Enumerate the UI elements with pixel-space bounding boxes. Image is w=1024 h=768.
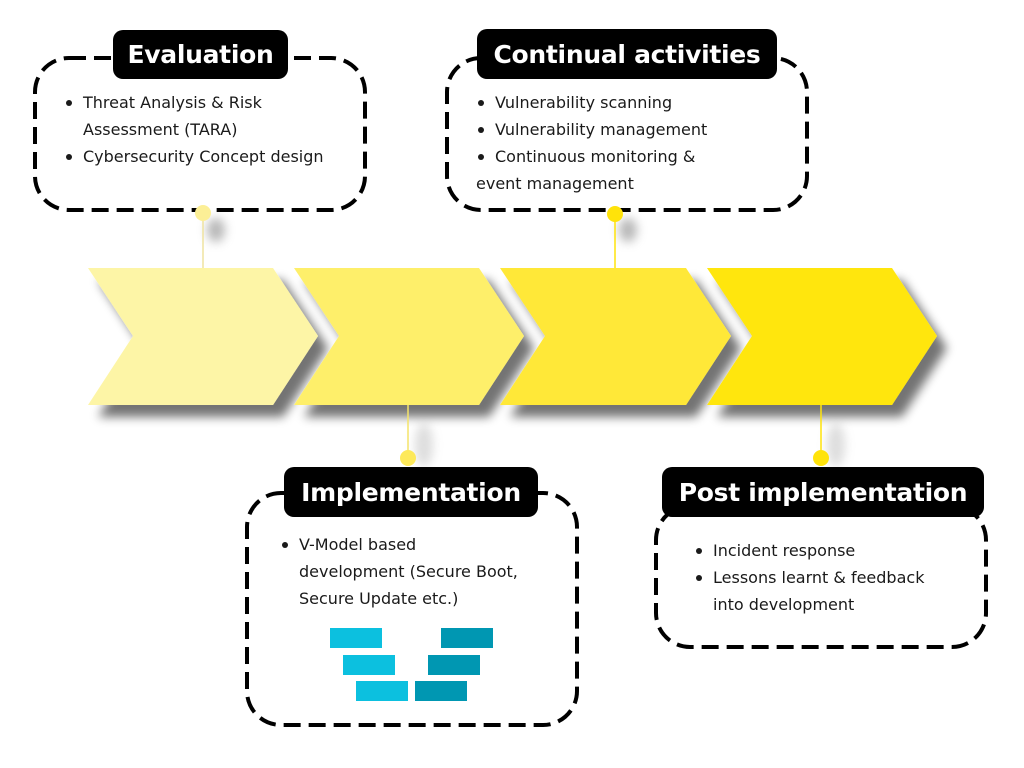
connector-shadow (827, 423, 845, 467)
bullet-item: Threat Analysis & Risk (64, 89, 364, 116)
evaluation-title: Evaluation (113, 30, 288, 79)
connector-dot-evaluation (195, 205, 211, 221)
continual-activities-title: Continual activities (477, 29, 777, 79)
bullet-item: Cybersecurity Concept design (64, 143, 364, 170)
connector-dot-continual (607, 206, 623, 222)
continual-box-border (445, 56, 809, 212)
bullet-item: Lessons learnt & feedback (694, 564, 984, 591)
bullet-item: V-Model based (280, 531, 570, 558)
chevron-evaluation (88, 268, 318, 405)
bullet-item-continuation: into development (713, 595, 855, 614)
chevron-implementation (294, 268, 524, 405)
connector-shadow (415, 423, 433, 467)
bullet-item-continuation: development (Secure Boot, (299, 562, 518, 581)
bullet-item-continuation: Assessment (TARA) (83, 120, 238, 139)
bullet-item: Incident response (694, 537, 984, 564)
chevron-continual-activities (500, 268, 731, 405)
bullet-item: Continuous monitoring & (476, 143, 796, 170)
bullet-item: Vulnerability management (476, 116, 796, 143)
chevron-post-implementation (707, 268, 937, 405)
v-model-left-block (330, 628, 382, 648)
v-model-right-block (415, 681, 467, 701)
connector-dot-post-implementation (813, 450, 829, 466)
v-model-right-block (428, 655, 480, 675)
connector-shadow (207, 218, 225, 242)
v-model-left-block (356, 681, 408, 701)
implementation-list: V-Model based development (Secure Boot, Se… (280, 531, 570, 612)
v-model-right-block (441, 628, 493, 648)
bullet-item-continuation: event management (476, 174, 634, 193)
bullet-item-continuation: Secure Update etc.) (299, 589, 459, 608)
connector-dot-implementation (400, 450, 416, 466)
connector-shadow (619, 218, 637, 242)
post-implementation-title: Post implementation (662, 467, 984, 517)
v-model-left-block (343, 655, 395, 675)
implementation-title: Implementation (284, 467, 538, 517)
bullet-item: Vulnerability scanning (476, 89, 796, 116)
